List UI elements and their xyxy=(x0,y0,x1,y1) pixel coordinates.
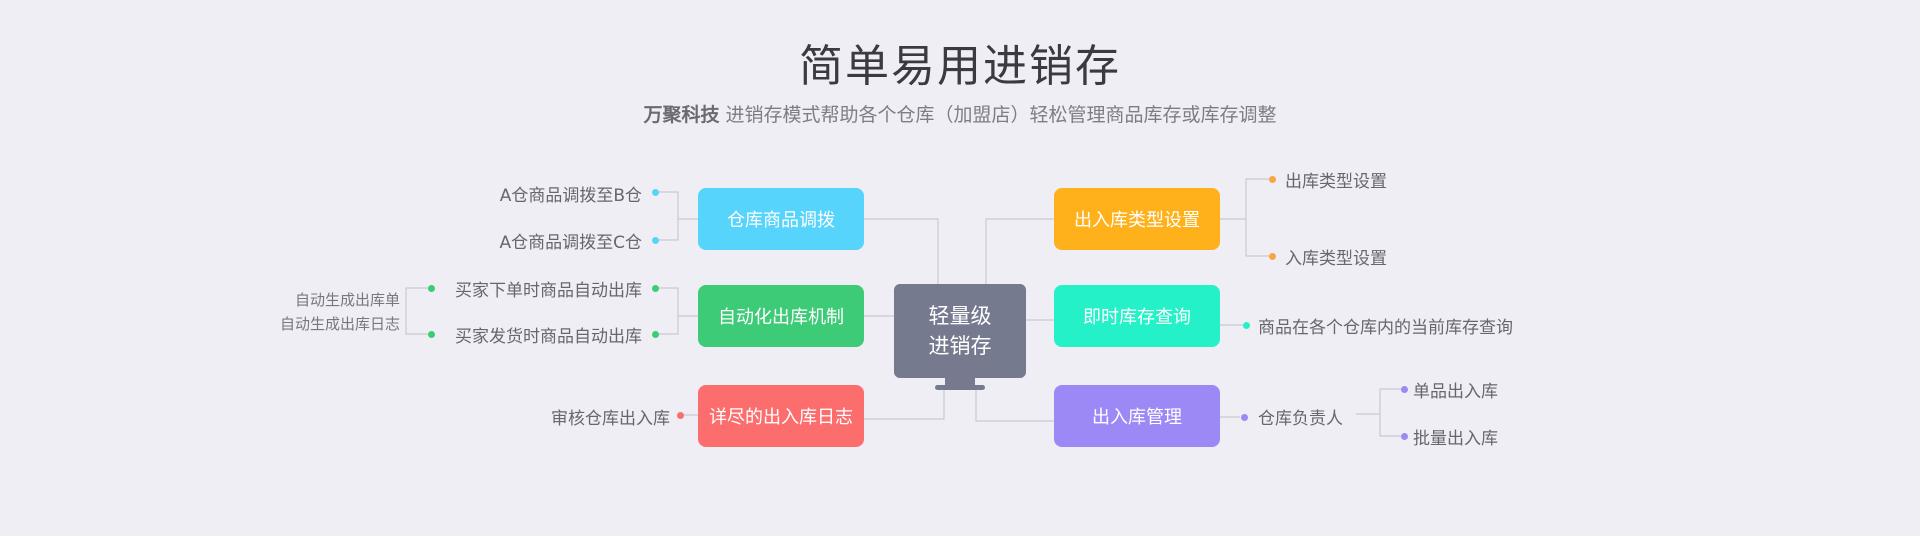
subtitle-text: 进销存模式帮助各个仓库（加盟店）轻松管理商品库存或库存调整 xyxy=(725,104,1277,126)
leaf-dot xyxy=(652,189,659,196)
leaf-warehouse-manager: 仓库负责人 xyxy=(1258,409,1343,429)
leaf-stock-query: 商品在各个仓库内的当前库存查询 xyxy=(1258,318,1513,338)
leaf-audit-warehouse: 审核仓库出入库 xyxy=(551,409,670,429)
center-node: 轻量级 进销存 xyxy=(894,284,1026,378)
leaf-single-inout: 单品出入库 xyxy=(1413,382,1498,402)
note-auto-outbound-order: 自动生成出库单 xyxy=(294,291,400,309)
leaf-dot xyxy=(1269,253,1276,260)
leaf-dot xyxy=(652,331,659,338)
leaf-ship-auto-outbound: 买家发货时商品自动出库 xyxy=(455,327,642,347)
leaf-dot xyxy=(652,285,659,292)
node-realtime-stock-query: 即时库存查询 xyxy=(1054,285,1220,347)
leaf-dot xyxy=(652,237,659,244)
center-line-1: 轻量级 xyxy=(928,304,992,328)
leaf-dot xyxy=(1241,414,1248,421)
leaf-dot xyxy=(677,412,684,419)
center-stand xyxy=(945,378,975,386)
node-inout-type-settings: 出入库类型设置 xyxy=(1054,188,1220,250)
leaf-dot xyxy=(1243,322,1250,329)
leaf-inbound-type: 入库类型设置 xyxy=(1285,249,1387,269)
node-inout-management: 出入库管理 xyxy=(1054,385,1220,447)
brand-name: 万聚科技 xyxy=(643,104,720,126)
leaf-order-auto-outbound: 买家下单时商品自动出库 xyxy=(455,281,642,301)
note-auto-outbound-log: 自动生成出库日志 xyxy=(279,315,400,333)
leaf-transfer-a-b: A仓商品调拨至B仓 xyxy=(499,186,642,206)
leaf-dot xyxy=(1401,433,1408,440)
leaf-dot xyxy=(428,285,435,292)
node-inout-log: 详尽的出入库日志 xyxy=(698,385,864,447)
leaf-dot xyxy=(1401,386,1408,393)
leaf-transfer-a-c: A仓商品调拨至C仓 xyxy=(499,233,643,253)
leaf-dot xyxy=(1269,176,1276,183)
page-subtitle: 万聚科技进销存模式帮助各个仓库（加盟店）轻松管理商品库存或库存调整 xyxy=(0,100,1920,127)
node-auto-outbound: 自动化出库机制 xyxy=(698,285,864,347)
center-stand-base xyxy=(935,385,985,390)
leaf-batch-inout: 批量出入库 xyxy=(1413,429,1498,449)
node-warehouse-transfer: 仓库商品调拨 xyxy=(698,188,864,250)
leaf-outbound-type: 出库类型设置 xyxy=(1285,172,1387,192)
center-line-2: 进销存 xyxy=(928,334,992,358)
leaf-dot xyxy=(428,331,435,338)
page-title: 简单易用进销存 xyxy=(799,41,1121,92)
